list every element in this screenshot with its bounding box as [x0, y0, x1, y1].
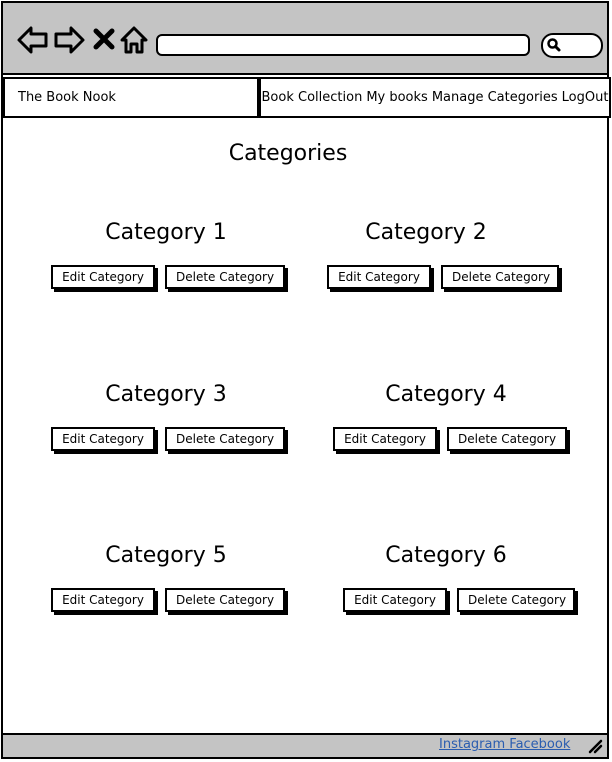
category-card: Category 3 Edit Category Delete Category — [51, 382, 285, 451]
footer-links: Instagram Facebook — [439, 737, 570, 752]
category-card: Category 4 Edit Category Delete Category — [331, 382, 567, 451]
category-name: Category 3 — [105, 382, 227, 407]
forward-arrow-icon[interactable] — [52, 23, 86, 57]
category-name: Category 6 — [385, 543, 507, 568]
brand-name: The Book Nook — [18, 90, 116, 105]
status-bar: Instagram Facebook — [3, 733, 607, 757]
edit-category-button[interactable]: Edit Category — [327, 265, 431, 289]
edit-category-button[interactable]: Edit Category — [51, 588, 155, 612]
nav-my-books[interactable]: My books — [366, 90, 428, 105]
category-name: Category 4 — [385, 382, 507, 407]
category-card: Category 5 Edit Category Delete Category — [51, 543, 285, 612]
category-name: Category 1 — [105, 220, 227, 245]
address-bar[interactable] — [156, 34, 530, 56]
delete-category-button[interactable]: Delete Category — [165, 588, 285, 612]
nav-manage-categories[interactable]: Manage Categories — [431, 90, 558, 105]
instagram-link[interactable]: Instagram — [439, 737, 506, 752]
edit-category-button[interactable]: Edit Category — [51, 427, 155, 451]
nav-logout[interactable]: LogOut — [561, 90, 609, 105]
page-title: Categories — [228, 141, 348, 166]
home-icon[interactable] — [117, 23, 151, 57]
edit-category-button[interactable]: Edit Category — [343, 588, 447, 612]
delete-category-button[interactable]: Delete Category — [457, 588, 575, 612]
site-brand[interactable]: The Book Nook — [3, 77, 259, 118]
resize-grip-icon[interactable] — [587, 738, 603, 754]
edit-category-button[interactable]: Edit Category — [333, 427, 437, 451]
search-field[interactable] — [541, 33, 603, 58]
browser-toolbar — [3, 3, 607, 75]
search-icon — [547, 38, 561, 52]
facebook-link[interactable]: Facebook — [509, 737, 571, 752]
category-name: Category 2 — [365, 220, 487, 245]
category-name: Category 5 — [105, 543, 227, 568]
category-card: Category 2 Edit Category Delete Category — [311, 220, 559, 289]
delete-category-button[interactable]: Delete Category — [165, 427, 285, 451]
nav-book-collection[interactable]: Book Collection — [261, 90, 363, 105]
back-arrow-icon[interactable] — [16, 23, 50, 57]
delete-category-button[interactable]: Delete Category — [447, 427, 567, 451]
category-card: Category 1 Edit Category Delete Category — [51, 220, 285, 289]
delete-category-button[interactable]: Delete Category — [441, 265, 559, 289]
delete-category-button[interactable]: Delete Category — [165, 265, 285, 289]
edit-category-button[interactable]: Edit Category — [51, 265, 155, 289]
category-card: Category 6 Edit Category Delete Category — [331, 543, 575, 612]
close-icon[interactable] — [89, 24, 119, 54]
main-nav: Book Collection My books Manage Categori… — [259, 77, 611, 118]
